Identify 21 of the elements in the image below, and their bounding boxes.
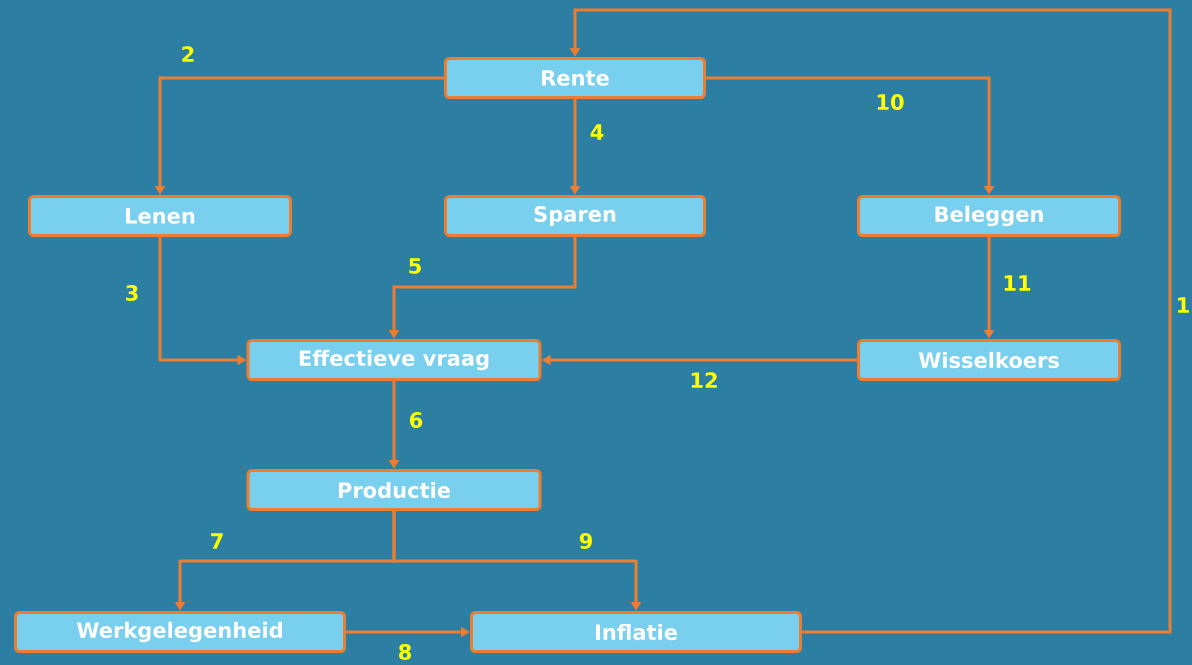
edge-label: 1: [1178, 297, 1189, 313]
edge-label: 8: [399, 644, 411, 660]
edge-label: 11: [1004, 275, 1031, 291]
process-box: Lenen: [28, 195, 292, 237]
edge-label: 12: [691, 372, 717, 388]
edge-label: 4: [590, 124, 604, 140]
process-box: Effectieve vraag: [246, 339, 542, 381]
edge-label: 10: [877, 94, 904, 110]
edge-label: 3: [126, 285, 138, 301]
edge-label: 7: [211, 533, 223, 549]
edge-label: 5: [409, 258, 421, 274]
edge-label: 2: [182, 46, 194, 62]
edge-label: 9: [579, 533, 592, 549]
process-box: Sparen: [444, 195, 706, 237]
process-box: Productie: [246, 469, 542, 511]
process-box: Wisselkoers: [857, 339, 1121, 381]
process-box: Werkgelegenheid: [14, 611, 346, 653]
process-box: Inflatie: [470, 611, 802, 653]
process-box: Beleggen: [857, 195, 1121, 237]
edge-label: 6: [410, 412, 423, 428]
process-box: Rente: [444, 57, 706, 99]
